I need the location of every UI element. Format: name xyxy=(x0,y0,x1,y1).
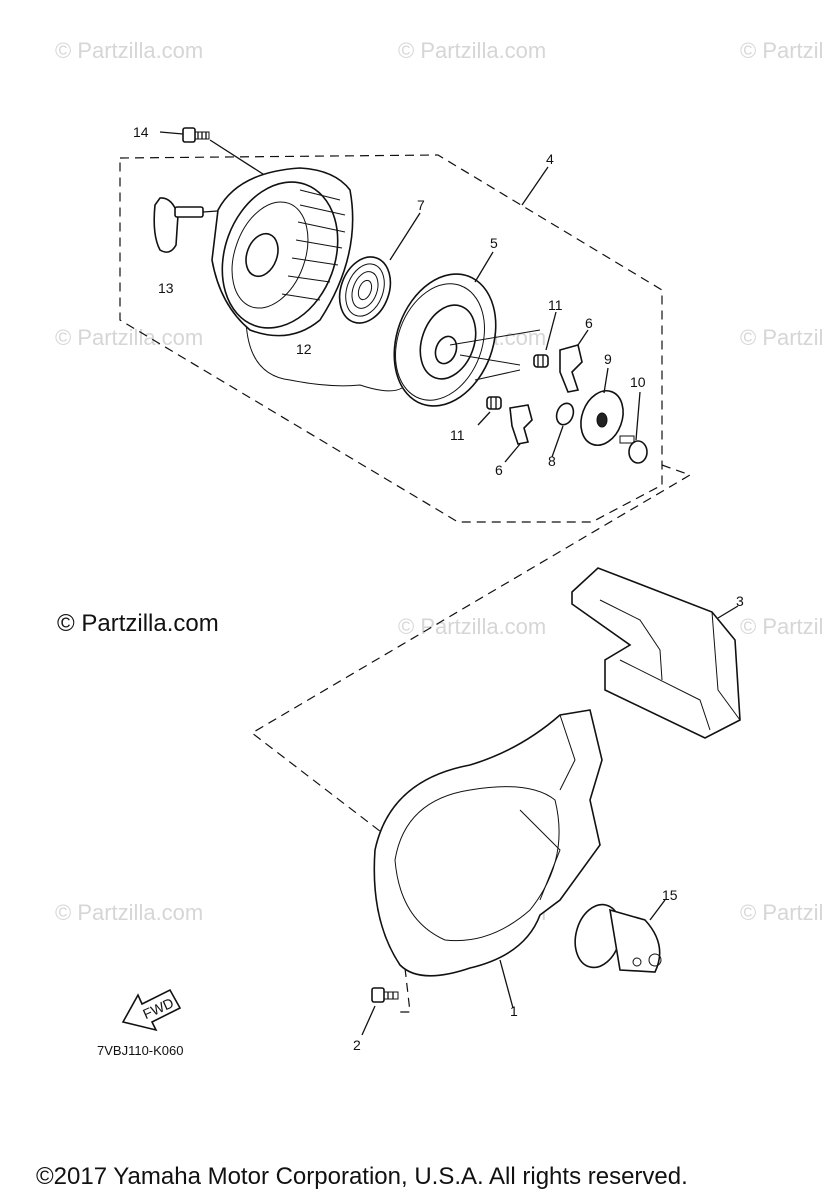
part-13-starter-handle[interactable] xyxy=(153,197,233,253)
callout-13: 13 xyxy=(158,280,174,296)
callout-12: 12 xyxy=(296,341,312,357)
callout-6-lower: 6 xyxy=(495,462,503,478)
part-6-pawl-upper[interactable] xyxy=(559,344,583,393)
watermark-text: © Partzilla.com xyxy=(398,614,546,639)
diagram-code: 7VBJ110-K060 xyxy=(97,1043,184,1058)
leader-line xyxy=(474,251,494,283)
callout-4: 4 xyxy=(546,151,554,167)
callout-3: 3 xyxy=(736,593,744,609)
leader-line xyxy=(551,425,564,458)
starter-case[interactable] xyxy=(203,166,358,345)
part-1-fan-housing[interactable] xyxy=(373,709,603,977)
leader-line xyxy=(603,367,609,394)
callout-14: 14 xyxy=(133,124,149,140)
leader-line xyxy=(717,605,739,619)
leader-line xyxy=(504,443,521,463)
watermark-text: © Partzilla.com xyxy=(55,900,203,925)
part-9-friction-plate[interactable] xyxy=(574,385,631,451)
leader-line xyxy=(577,329,589,346)
part-6-pawl-lower[interactable] xyxy=(509,404,533,445)
part-10-screw[interactable] xyxy=(619,435,648,464)
bolt-leader-line xyxy=(400,967,411,1013)
callout-9: 9 xyxy=(604,351,612,367)
watermark-text: © Partzilla.com xyxy=(740,38,824,63)
part-5-sheave-drum[interactable] xyxy=(377,260,514,421)
callout-8: 8 xyxy=(548,453,556,469)
leader-line xyxy=(521,166,549,206)
callout-15: 15 xyxy=(662,887,678,903)
copyright-notice: ©2017 Yamaha Motor Corporation, U.S.A. A… xyxy=(36,1163,688,1190)
leader-line xyxy=(635,391,641,441)
assembly-leader-line xyxy=(250,464,692,836)
partzilla-brand-text: © Partzilla.com xyxy=(57,610,219,637)
leader-line xyxy=(361,1005,376,1036)
part-8-washer[interactable] xyxy=(554,401,577,427)
part-7-spiral-spring[interactable] xyxy=(331,250,399,330)
shaft-axis xyxy=(449,329,541,381)
part-11-spring-lower[interactable] xyxy=(486,396,502,410)
leader-line xyxy=(159,131,184,135)
callout-6-upper: 6 xyxy=(585,315,593,331)
watermark-text: © Partzilla.com xyxy=(55,38,203,63)
fwd-arrow-icon: FWD xyxy=(121,988,182,1032)
callout-2: 2 xyxy=(353,1037,361,1053)
leader-line xyxy=(545,311,557,351)
leader-line xyxy=(477,411,491,426)
part-11-spring-upper[interactable] xyxy=(533,354,549,368)
part-3-air-guide[interactable] xyxy=(571,567,741,739)
watermark-text: © Partzilla.com xyxy=(398,38,546,63)
leader-line xyxy=(389,212,421,261)
callout-1: 1 xyxy=(510,1003,518,1019)
part-2-bolt[interactable] xyxy=(371,987,399,1003)
part-14-bolt[interactable] xyxy=(182,127,210,143)
watermark-text: © Partzilla.com xyxy=(55,325,203,350)
part-15-electric-starter[interactable] xyxy=(568,899,662,973)
assembly-boundary xyxy=(119,154,663,523)
leader-line xyxy=(649,899,666,921)
callout-11-lower: 11 xyxy=(450,427,465,443)
callout-7: 7 xyxy=(417,197,425,213)
watermark-text: © Partzilla.com xyxy=(740,325,824,350)
watermark-text: © Partzilla.com xyxy=(740,614,824,639)
watermark-text: © Partzilla.com xyxy=(740,900,824,925)
callout-11-upper: 11 xyxy=(548,297,563,313)
callout-10: 10 xyxy=(630,374,646,390)
callout-labels: 14 13 12 7 5 4 11 6 9 10 11 8 6 3 15 1 2 xyxy=(133,124,744,1053)
leader-line xyxy=(499,959,514,1009)
callout-5: 5 xyxy=(490,235,498,251)
